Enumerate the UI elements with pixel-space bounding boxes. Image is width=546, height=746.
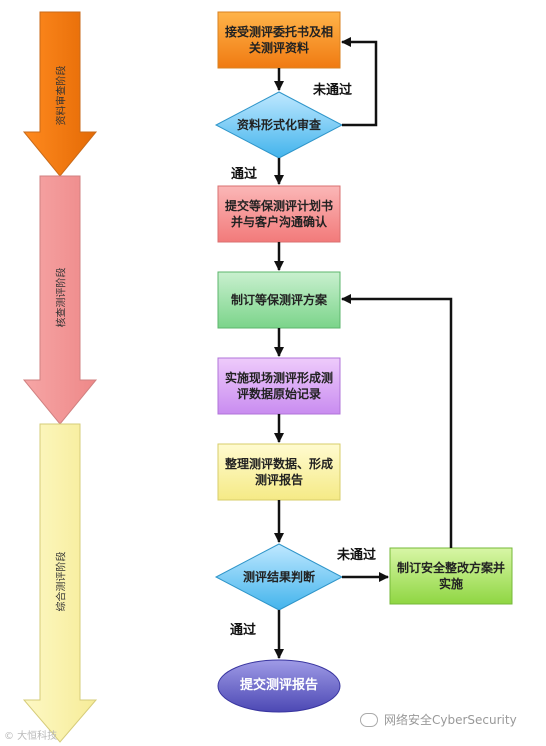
phase-label-check: 核查测评阶段	[56, 267, 68, 328]
step-make-plan: 制订等保测评方案	[230, 293, 327, 307]
step-organize-report-box	[217, 443, 341, 501]
edge-label-judge-pass: 通过	[230, 623, 257, 638]
phase-arrow-review	[22, 11, 98, 177]
phase-arrow-check	[22, 175, 98, 425]
edge-review-fail-loop	[341, 37, 378, 127]
step-organize-report: 整理测评数据、形成测评报告	[224, 457, 333, 487]
edge-label-judge-fail: 未通过	[337, 548, 377, 563]
phase-label-review: 资料审查阶段	[56, 65, 68, 126]
phase-arrow-comprehensive	[22, 423, 98, 743]
step-fix-plan: 制订安全整改方案并实施	[396, 561, 505, 591]
edge-label-review-pass: 通过	[231, 167, 258, 182]
step-make-plan-box	[217, 271, 341, 329]
phase-label-comprehensive: 综合测评阶段	[56, 551, 68, 612]
step-field-test-box	[217, 357, 341, 415]
watermark-right: 网络安全CyberSecurity	[360, 711, 517, 728]
step-receive-docs-box	[217, 11, 341, 69]
edge-fix-loop-back	[341, 294, 453, 548]
step-judge-result: 测评结果判断	[242, 570, 315, 584]
step-submit-plan: 提交等保测评计划书并与客户沟通确认	[224, 199, 333, 229]
wechat-icon	[360, 712, 378, 727]
step-format-review: 资料形式化审查	[236, 118, 321, 132]
edge-label-review-fail: 未通过	[313, 83, 353, 98]
step-submit-report-ellipse	[217, 659, 341, 713]
step-field-test: 实施现场测评形成测评数据原始记录	[224, 371, 333, 401]
step-receive-docs: 接受测评委托书及相关测评资料	[224, 25, 333, 55]
watermark-left: © 大恒科技	[4, 731, 58, 742]
watermark-right-text: 网络安全CyberSecurity	[384, 713, 517, 727]
step-submit-plan-box	[217, 185, 341, 243]
step-submit-report: 提交测评报告	[239, 678, 318, 693]
